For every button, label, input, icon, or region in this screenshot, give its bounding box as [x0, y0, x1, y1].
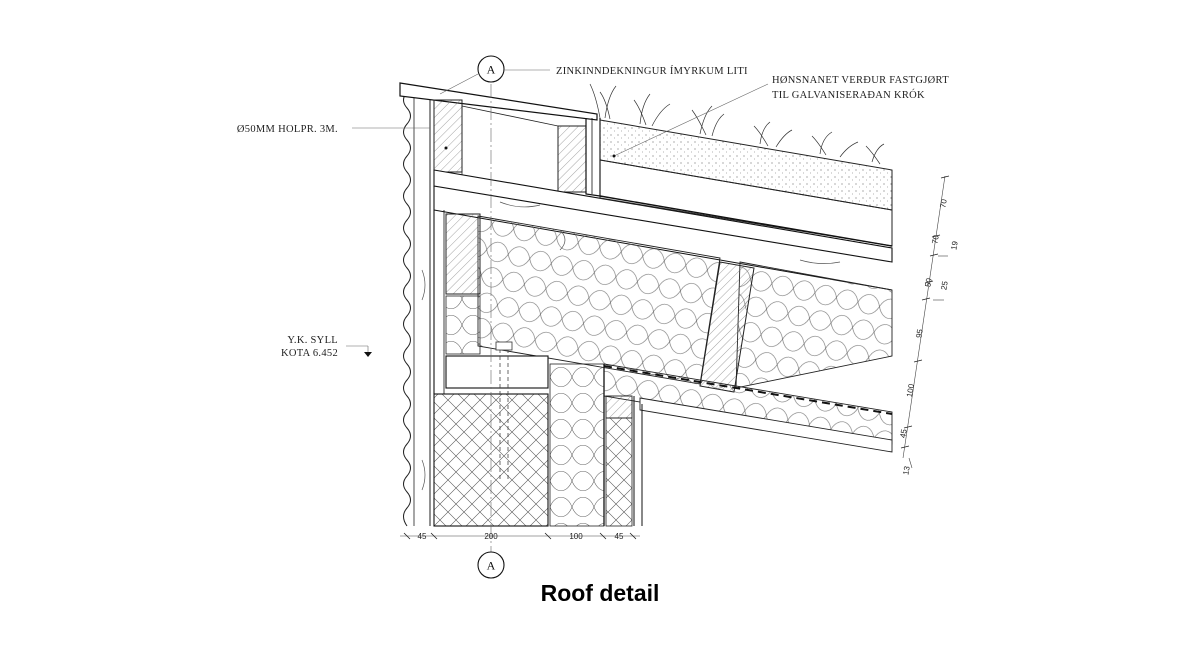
annotation-level-line1: Y.K. SYLL — [287, 335, 338, 346]
wall-insulation-lower — [549, 363, 605, 527]
dim-right-2: 70 — [930, 234, 941, 245]
dim-bottom-3: 100 — [569, 532, 583, 541]
green-roof-soil — [599, 119, 893, 211]
dim-bottom-1: 45 — [418, 532, 427, 541]
anchor-bolt — [499, 342, 509, 480]
parapet-timber-right — [557, 125, 587, 193]
corrugated-cladding — [403, 91, 411, 527]
wall-insulation-upper — [445, 295, 481, 355]
dim-right-1: 70 — [938, 198, 949, 209]
figure-title: Roof detail — [540, 580, 660, 606]
airflow-arrows — [421, 201, 841, 491]
annotation-mesh-line2: TIL GALVANISERAÐAN KRÓK — [772, 89, 925, 101]
section-marker-top: A — [477, 55, 505, 83]
dim-bottom-2: 200 — [484, 532, 498, 541]
annotation-zinc: ZINKINNDEKNINGUR ÍMYRKUM LITI — [556, 65, 748, 77]
sill-plate — [445, 355, 549, 389]
dim-right-6: 95 — [914, 328, 925, 339]
bottom-dimension-chain: 45 200 100 45 — [400, 532, 640, 541]
dim-right-9: 13 — [901, 465, 912, 476]
svg-text:A: A — [487, 559, 496, 573]
grass-vegetation — [589, 83, 885, 165]
dim-right-3: 19 — [949, 240, 960, 251]
dim-right-7: 100 — [905, 383, 916, 398]
annotation-level-line2: KOTA 6.452 — [281, 348, 338, 359]
section-marker-bottom: A — [477, 551, 505, 579]
dim-right-8: 45 — [898, 428, 909, 439]
right-dimension-chain: 70 70 19 50 25 95 100 45 13 — [898, 175, 960, 476]
roof-deck — [433, 169, 893, 263]
dim-right-5: 25 — [939, 280, 950, 291]
dim-bottom-4: 45 — [615, 532, 624, 541]
parapet-cap — [399, 82, 598, 121]
annotation-pipe: Ø50MM HOLPR. 3M. — [237, 124, 338, 135]
parapet-timber-left — [433, 99, 463, 173]
dim-right-4: 50 — [923, 277, 934, 288]
svg-text:A: A — [487, 63, 496, 77]
annotation-mesh-line1: HØNSNANET VERÐUR FASTGJØRT — [772, 75, 949, 86]
